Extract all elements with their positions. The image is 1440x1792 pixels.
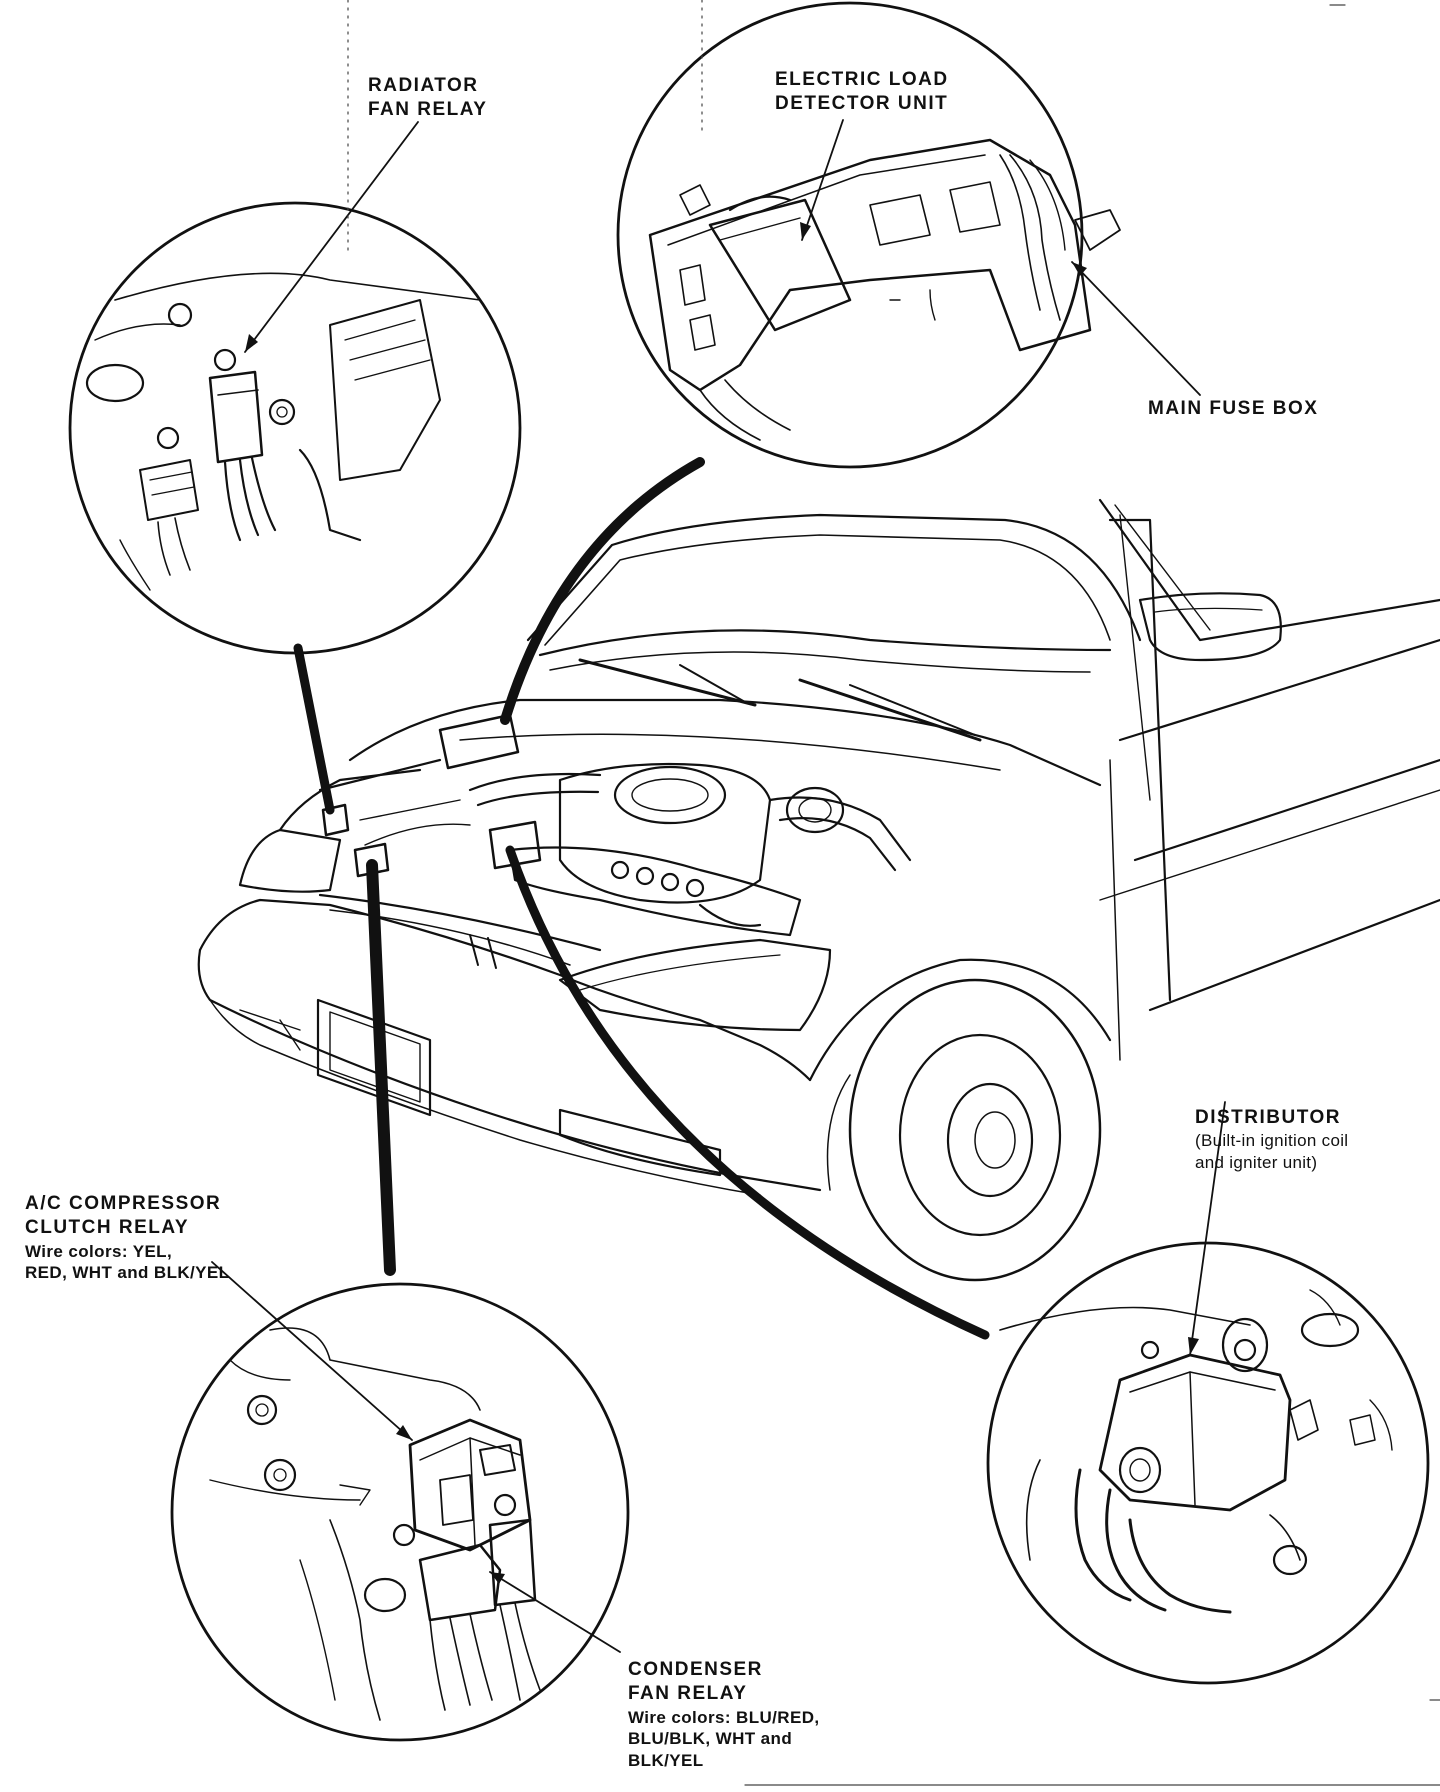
- label-line: RADIATOR: [368, 75, 479, 96]
- label-line: MAIN FUSE BOX: [1148, 398, 1319, 419]
- label-note: and igniter unit): [1195, 1153, 1318, 1173]
- car-illustration: [197, 498, 1440, 1282]
- pointer-arrowheads: [245, 222, 1199, 1584]
- radiator-fan-relay-detail: [68, 201, 522, 655]
- label-wire-colors: BLK/YEL: [628, 1751, 704, 1771]
- label-electric-load-detector-unit: ELECTRIC LOAD DETECTOR UNIT: [775, 68, 949, 117]
- label-line: FAN RELAY: [368, 99, 488, 121]
- fuse-box-detail: [616, 1, 1121, 469]
- label-note: (Built-in ignition coil: [1195, 1131, 1349, 1151]
- label-wire-colors: BLU/BLK, WHT and: [628, 1729, 793, 1749]
- label-line: A/C COMPRESSOR: [25, 1193, 222, 1214]
- label-pointers: [211, 119, 1226, 1653]
- leader-bands: [293, 457, 990, 1340]
- label-line: DISTRIBUTOR: [1195, 1107, 1341, 1128]
- label-main-fuse-box: MAIN FUSE BOX: [1148, 397, 1318, 421]
- label-line: FAN RELAY: [628, 1683, 748, 1705]
- label-line: ELECTRIC LOAD: [775, 69, 949, 90]
- label-wire-colors: RED, WHT and BLK/YEL: [25, 1263, 230, 1283]
- relay-pair-detail: [170, 1282, 630, 1742]
- scan-marks: [347, 0, 1440, 1786]
- distributor-detail: [986, 1241, 1430, 1685]
- label-wire-colors: Wire colors: BLU/RED,: [628, 1707, 820, 1727]
- label-line: DETECTOR UNIT: [775, 93, 949, 115]
- label-radiator-fan-relay: RADIATOR FAN RELAY: [368, 74, 487, 123]
- label-distributor: DISTRIBUTOR (Built-in ignition coil and …: [1195, 1106, 1348, 1174]
- label-line: CONDENSER: [628, 1659, 763, 1680]
- label-line: CLUTCH RELAY: [25, 1217, 190, 1239]
- label-condenser-fan-relay: CONDENSER FAN RELAY Wire colors: BLU/RED…: [628, 1658, 820, 1772]
- label-ac-compressor-clutch-relay: A/C COMPRESSOR CLUTCH RELAY Wire colors:…: [25, 1192, 229, 1284]
- label-wire-colors: Wire colors: YEL,: [25, 1241, 173, 1261]
